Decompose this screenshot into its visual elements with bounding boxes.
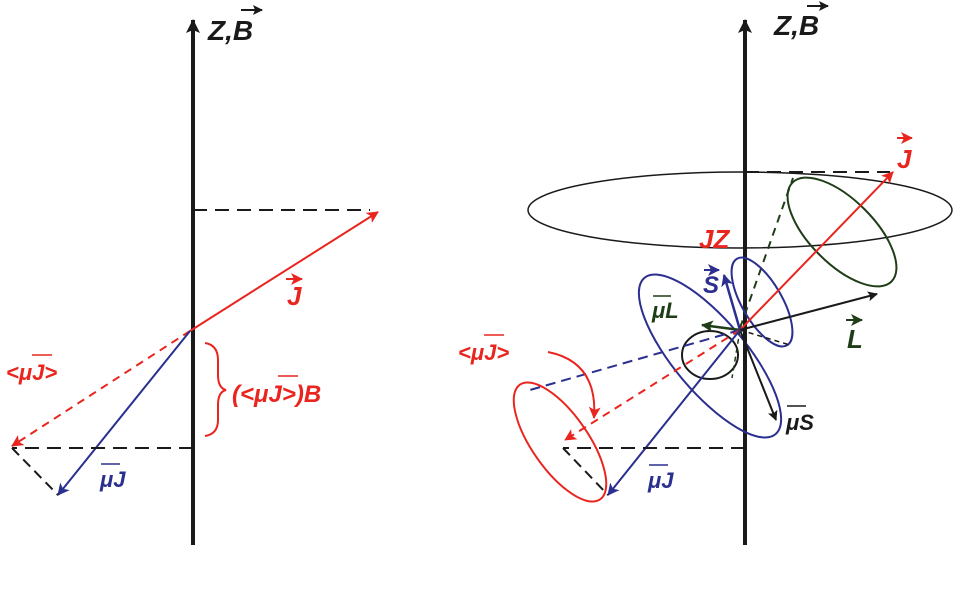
mu-precession-ellipse (681, 330, 739, 380)
svg-text:Z,B: Z,B (773, 10, 819, 41)
mu-l-vector (701, 320, 741, 333)
mu-s-vector (739, 329, 778, 421)
svg-text:L: L (847, 324, 863, 354)
l-label: L (846, 314, 863, 354)
left-j-label: J (286, 273, 303, 311)
svg-text:(<μJ>)B: (<μJ>)B (232, 381, 321, 408)
right-mu-j-avg-vector (564, 329, 741, 441)
s-vector (721, 274, 742, 331)
left-projection-brace (204, 342, 227, 437)
mu-j-cone-dashed-line (529, 329, 741, 391)
mu-j-avg-pointer-arrow (547, 351, 601, 419)
jz-label: JZ (699, 224, 730, 254)
right-mu-j-avg-label: <μJ> (458, 334, 509, 365)
svg-text:μL: μL (651, 298, 679, 323)
right-j-vector (739, 171, 894, 331)
left-mu-j-avg-label: <μJ> (6, 354, 57, 385)
s-label: S (703, 264, 720, 299)
mu-s-label: μS (785, 405, 814, 435)
left-j-vector (189, 211, 379, 332)
left-mu-j-label: μJ (99, 463, 126, 492)
s-small-ellipse (730, 256, 794, 348)
left-mu-j-vector (57, 330, 191, 496)
svg-text:<μJ>: <μJ> (458, 340, 509, 365)
svg-text:J: J (897, 144, 912, 174)
left-axis-label: Z,B (207, 5, 263, 46)
l-precession-ellipse (786, 176, 898, 288)
right-mu-j-vector (607, 329, 741, 496)
svg-text:μS: μS (785, 410, 814, 435)
inner-dashed-line-1 (731, 329, 741, 379)
svg-text:μJ: μJ (647, 468, 674, 493)
svg-text:JZ: JZ (699, 224, 730, 254)
svg-text:<μJ>: <μJ> (6, 360, 57, 385)
svg-text:S: S (703, 272, 719, 299)
right-mu-j-label: μJ (647, 464, 674, 493)
left-panel: Z,B J <μJ> μJ (<μJ>)B (6, 5, 379, 545)
left-corner-dashed-line (11, 447, 59, 496)
left-projection-label: (<μJ>)B (232, 375, 321, 408)
svg-text:J: J (287, 281, 302, 311)
left-mu-j-avg-vector (11, 330, 191, 447)
l-vector (739, 291, 878, 331)
right-j-label: J (897, 132, 913, 174)
svg-text:μJ: μJ (99, 467, 126, 492)
right-corner-dashed-line (562, 447, 609, 496)
l-cone-dashed-line (739, 177, 794, 329)
mu-j-precession-ellipse (512, 381, 608, 503)
right-axis-label: Z,B (773, 1, 829, 41)
svg-text:Z,B: Z,B (207, 15, 253, 46)
right-panel: Z,B J JZ S μL L μS <μJ> (458, 1, 953, 545)
mu-l-label: μL (651, 295, 679, 323)
j-precession-ellipse (527, 171, 953, 249)
